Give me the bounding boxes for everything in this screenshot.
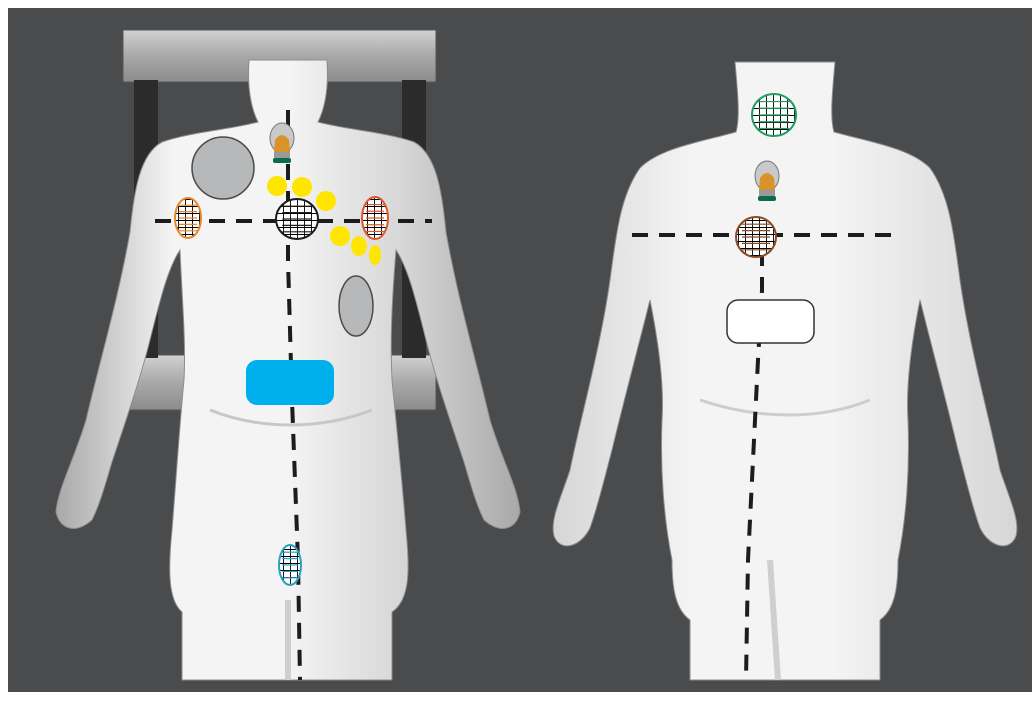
yellow-electrode (292, 177, 312, 197)
bulb-neck (274, 152, 290, 158)
cyan-sensor-patch (279, 545, 301, 585)
bulb-base (758, 196, 776, 201)
gray-oval-pad (339, 276, 373, 336)
brown-sensor-patch (736, 217, 776, 257)
yellow-electrode (351, 236, 367, 256)
bulb-base (273, 158, 291, 163)
green-sensor-patch (752, 94, 796, 136)
orange-sensor-patch (175, 198, 201, 238)
white-rect-pad (727, 300, 814, 343)
yellow-electrode (316, 191, 336, 211)
gray-round-pad (192, 137, 254, 199)
red-sensor-patch (362, 197, 388, 239)
bulb-neck (759, 190, 775, 196)
yellow-electrode (369, 245, 381, 265)
yellow-electrode (330, 226, 350, 246)
yellow-electrode (267, 176, 287, 196)
blue-rect-pad (246, 360, 334, 405)
black-sensor-patch (276, 199, 318, 239)
